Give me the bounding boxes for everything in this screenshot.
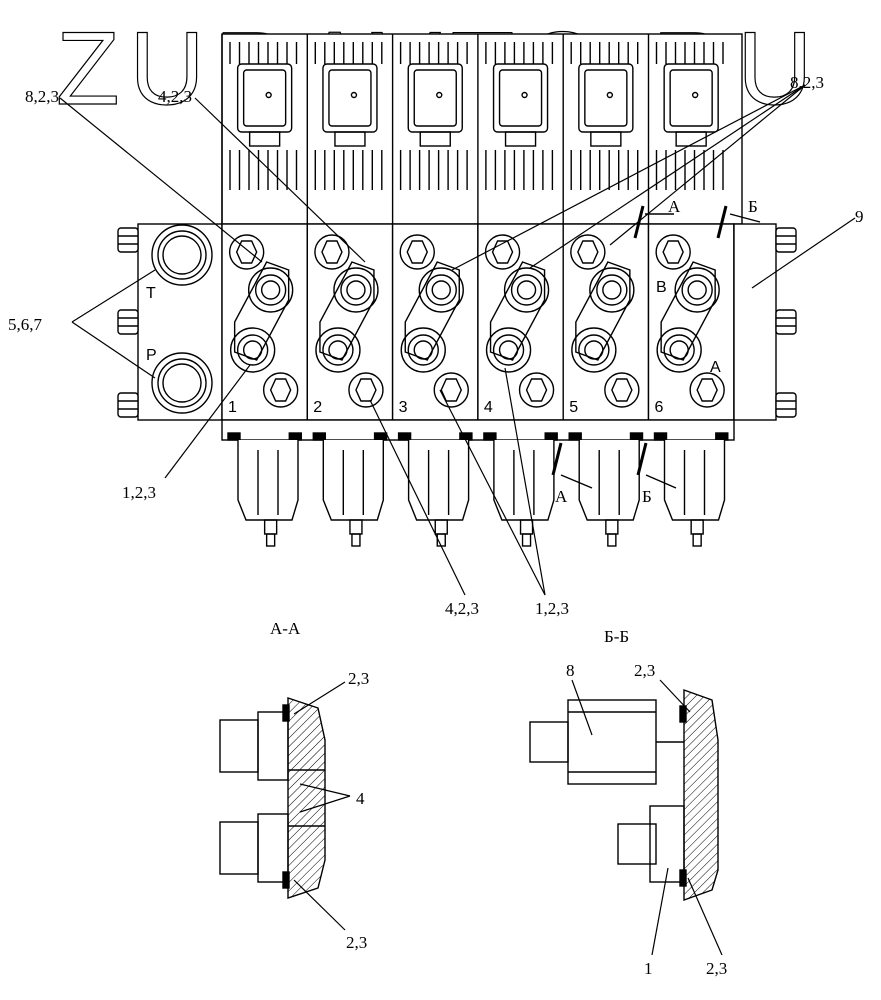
- spool-cover: [483, 432, 558, 547]
- bb-callout-top: 2,3: [634, 661, 655, 680]
- cut-label-a-top: А: [668, 197, 681, 216]
- spool-cover: [568, 432, 644, 547]
- section-a-a-title: А-А: [270, 619, 301, 638]
- inlet-end-plate: [137, 223, 223, 421]
- section-a-a-view: [219, 697, 326, 899]
- cut-label-a-bottom: А: [555, 487, 568, 506]
- port-label-a: А: [710, 359, 721, 376]
- aa-callout-top: 2,3: [348, 669, 369, 688]
- outlet-end-plate: [733, 223, 777, 421]
- section-number: 3: [399, 399, 408, 416]
- valve-section: [562, 223, 650, 421]
- cut-mark-a-bottom: [551, 442, 563, 476]
- section-number: 4: [484, 399, 493, 416]
- tie-rod-nut: [117, 227, 139, 253]
- port-label-pressure: Р: [146, 347, 157, 364]
- lower-plate: [221, 419, 735, 441]
- section-number: 1: [228, 399, 237, 416]
- spool-cover: [397, 432, 473, 547]
- valve-section: [306, 223, 394, 421]
- callout-top-right: 8,2,3: [790, 73, 824, 92]
- valve-section: [221, 223, 309, 421]
- solenoid-block: [221, 33, 743, 225]
- callout-top-left-1: 8,2,3: [25, 87, 59, 106]
- section-number: 6: [655, 399, 664, 416]
- solenoid-coil: [562, 34, 639, 224]
- section-a-a-leaders: [293, 681, 351, 931]
- tie-rod-nut: [117, 309, 139, 335]
- solenoid-coil: [391, 34, 468, 224]
- bb-callout-bottom: 2,3: [706, 959, 727, 978]
- tie-rod-nut: [117, 392, 139, 418]
- aa-callout-bottom: 2,3: [346, 933, 367, 952]
- tie-rod-nut: [775, 392, 797, 418]
- solenoid-coil: [647, 34, 724, 224]
- tie-rod-nut: [775, 227, 797, 253]
- callout-bottom-mid: 4,2,3: [445, 599, 479, 618]
- callout-bottom-right: 1,2,3: [535, 599, 569, 618]
- tie-rod-nut: [775, 309, 797, 335]
- cut-mark-a-top: [633, 205, 645, 239]
- section-b-b-title: Б-Б: [604, 627, 629, 646]
- cut-mark-b-bottom: [636, 442, 648, 476]
- valve-section: [391, 223, 479, 421]
- pressure-port-fitting: [151, 352, 213, 414]
- cut-mark-b-top: [716, 205, 728, 239]
- callout-bottom-left: 1,2,3: [122, 483, 156, 502]
- port-label-tank: Т: [146, 285, 156, 302]
- valve-section: [647, 223, 735, 421]
- cut-label-b-top: Б: [748, 197, 758, 216]
- section-number: 2: [313, 399, 322, 416]
- spool-cover: [653, 432, 729, 547]
- leader-lines: [59, 84, 856, 596]
- spool-cover: [227, 432, 302, 547]
- callout-5-6-7: 5,6,7: [8, 315, 43, 334]
- aa-callout-4: 4: [356, 789, 365, 808]
- callout-9: 9: [855, 207, 864, 226]
- port-label-b: В: [656, 279, 667, 296]
- bb-callout-8: 8: [566, 661, 575, 680]
- section-b-b-view: [529, 689, 719, 901]
- cut-label-b-bottom: Б: [642, 487, 652, 506]
- bb-callout-1: 1: [644, 959, 653, 978]
- spool-cover: [312, 432, 388, 547]
- section-number: 5: [569, 399, 578, 416]
- callout-top-left-2: 4,2,3: [158, 87, 192, 106]
- section-b-b-leaders: [571, 679, 723, 956]
- valve-section: [477, 223, 564, 421]
- solenoid-coil: [477, 34, 554, 224]
- solenoid-coil: [306, 34, 383, 224]
- solenoid-coil: [221, 34, 298, 224]
- tank-port-fitting: [151, 224, 213, 286]
